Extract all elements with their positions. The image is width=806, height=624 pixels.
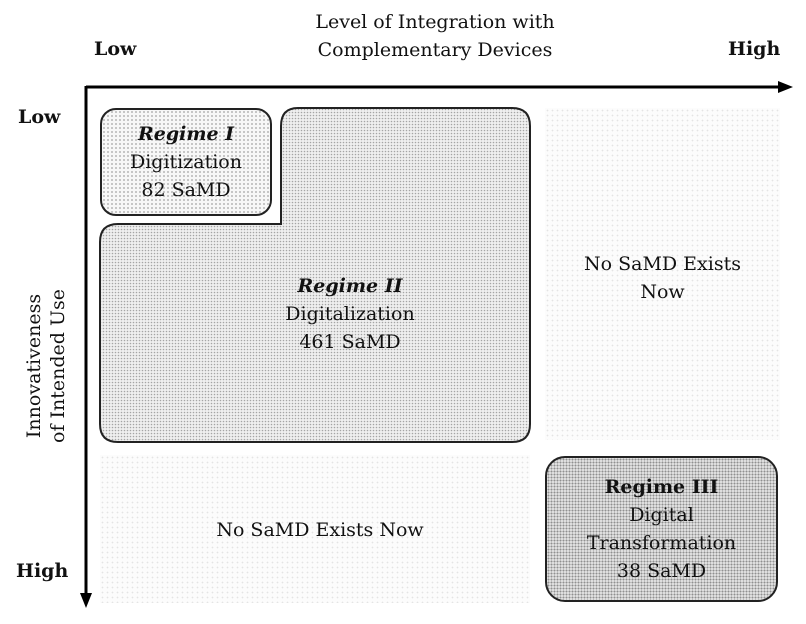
regime-2-label: Digitalization (285, 303, 415, 325)
regime-1-name: Regime I (137, 123, 235, 145)
regime-3-box: Regime III Digital Transformation 38 SaM… (545, 456, 778, 602)
regime-2-name: Regime II (297, 275, 403, 297)
regime-2-outline (99, 107, 531, 443)
regime-2-text: Regime II Digitalization 461 SaMD (230, 272, 470, 356)
regime-3-label-line1: Digital (629, 504, 694, 526)
regime-2-count: 461 SaMD (299, 331, 401, 353)
regime-3-label-line2: Transformation (586, 532, 737, 554)
y-axis-low-label: Low (18, 106, 61, 128)
x-axis-title-line1: Level of Integration with (315, 11, 555, 33)
x-axis-title-line2: Complementary Devices (317, 39, 553, 61)
x-axis-high-label: High (728, 38, 781, 60)
regime-1-count: 82 SaMD (141, 179, 231, 201)
empty-region-top-right-text: No SaMD Exists Now (545, 250, 780, 306)
empty-region-top-right (545, 108, 780, 440)
regime-1-label: Digitization (130, 151, 242, 173)
y-axis-high-label: High (16, 560, 69, 582)
x-axis-low-label: Low (94, 38, 137, 60)
x-axis-arrowhead (778, 81, 793, 93)
regime-3-count: 38 SaMD (616, 560, 707, 582)
empty-region-bottom-left (100, 455, 530, 603)
empty-top-right-line1: No SaMD Exists (584, 253, 741, 275)
empty-region-bottom-left-text: No SaMD Exists Now (216, 519, 424, 541)
y-axis-arrowhead (80, 593, 92, 608)
regime-1-box: Regime I Digitization 82 SaMD (100, 108, 272, 216)
x-axis-title: Level of Integration with Complementary … (250, 8, 620, 64)
empty-top-right-line2: Now (640, 281, 685, 303)
regime-3-name: Regime III (604, 476, 719, 498)
